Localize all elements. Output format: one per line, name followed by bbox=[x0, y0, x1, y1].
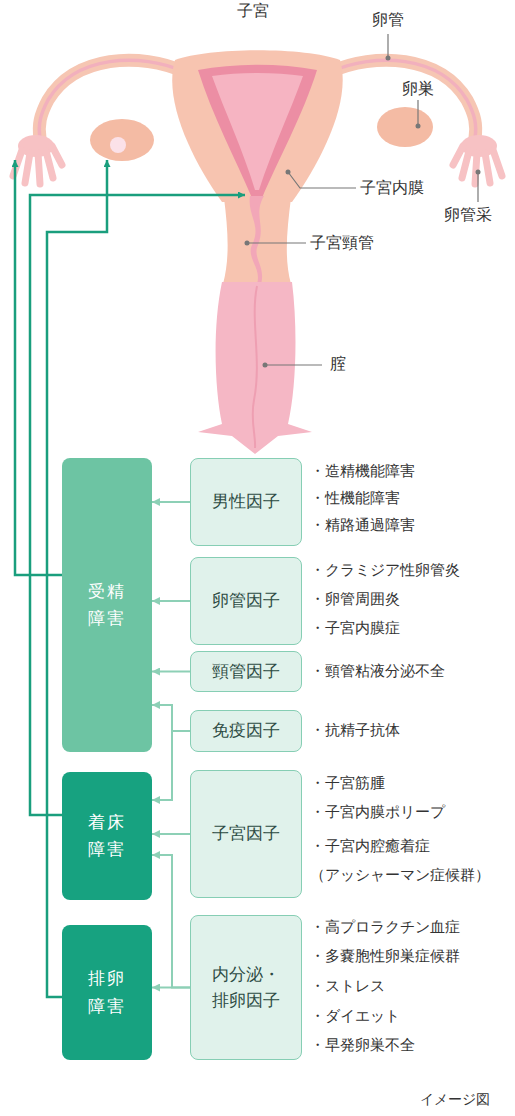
cause-item: ・頸管粘液分泌不全 bbox=[310, 662, 445, 682]
leader-dot bbox=[476, 170, 481, 175]
box-label: 子宮因子 bbox=[212, 821, 280, 847]
follicle bbox=[110, 137, 126, 153]
endometrium bbox=[198, 65, 317, 198]
cervical-canal bbox=[250, 196, 264, 284]
cause-arrow bbox=[152, 501, 190, 503]
cause-item: ・ストレス bbox=[310, 977, 385, 997]
cause-item: ・精路通過障害 bbox=[310, 516, 415, 536]
part-label: 子宮内膜 bbox=[360, 178, 424, 199]
cause-item: ・高プロラクチン血症 bbox=[310, 918, 460, 938]
box-label: 受精 障害 bbox=[81, 578, 133, 632]
leader-line bbox=[247, 242, 306, 243]
box-label: 排卵 障害 bbox=[81, 965, 133, 1019]
cause-item: ・卵管周囲炎 bbox=[310, 590, 400, 610]
cause-item: ・多嚢胞性卵巣症候群 bbox=[310, 947, 460, 967]
cause-arrow bbox=[152, 671, 190, 673]
cause-item: ・性機能障害 bbox=[310, 489, 400, 509]
factor-box: 卵管因子 bbox=[190, 557, 302, 645]
leader-dot bbox=[245, 241, 250, 246]
vaginal-canal bbox=[253, 286, 257, 448]
left-ovary bbox=[90, 119, 154, 161]
factor-box: 子宮因子 bbox=[190, 770, 302, 898]
problem-box: 着床 障害 bbox=[62, 772, 152, 900]
leader-line bbox=[288, 172, 356, 188]
leader-dot bbox=[416, 124, 421, 129]
uterus bbox=[172, 50, 342, 454]
part-label: 腟 bbox=[330, 354, 346, 375]
cause-item: ・子宮内膜症 bbox=[310, 619, 400, 639]
cause-item: ・子宮筋腫 bbox=[310, 774, 385, 794]
problem-box: 排卵 障害 bbox=[62, 925, 152, 1060]
leader-line bbox=[387, 34, 388, 56]
factor-box: 免疫因子 bbox=[190, 710, 302, 752]
leader-dot bbox=[263, 363, 268, 368]
factor-box: 内分泌・ 排卵因子 bbox=[190, 915, 302, 1060]
right-ovary bbox=[377, 107, 433, 147]
vagina bbox=[198, 282, 312, 454]
factor-box: 頸管因子 bbox=[190, 651, 302, 692]
uterine-cavity bbox=[212, 73, 303, 190]
part-label: 卵管采 bbox=[444, 205, 492, 226]
box-label: 頸管因子 bbox=[212, 659, 280, 685]
cause-arrow bbox=[152, 987, 190, 989]
box-label: 男性因子 bbox=[212, 489, 280, 515]
cause-arrow bbox=[152, 600, 190, 602]
factor-box: 男性因子 bbox=[190, 458, 302, 546]
part-label: 卵管 bbox=[372, 10, 404, 31]
note-label: イメージ図 bbox=[420, 1090, 490, 1108]
leader-line bbox=[265, 364, 322, 365]
part-label: 卵巣 bbox=[402, 79, 434, 100]
box-label: 着床 障害 bbox=[81, 809, 133, 863]
cause-arrow bbox=[152, 855, 190, 988]
leader-dot bbox=[386, 56, 391, 61]
cause-item: ・造精機能障害 bbox=[310, 462, 415, 482]
site-arrow bbox=[15, 160, 62, 575]
cause-item: ・抗精子抗体 bbox=[310, 721, 400, 741]
part-label: 子宮 bbox=[237, 1, 269, 22]
cause-item: ・子宮内膜ポリープ bbox=[310, 803, 445, 823]
cause-arrow bbox=[152, 833, 190, 835]
box-label: 卵管因子 bbox=[212, 588, 280, 614]
problem-box: 受精 障害 bbox=[62, 458, 152, 752]
left-fimbria-fingers bbox=[13, 146, 62, 184]
cause-item: ・ダイエット bbox=[310, 1007, 400, 1027]
part-label: 子宮頸管 bbox=[310, 233, 374, 254]
box-label: 免疫因子 bbox=[212, 718, 280, 744]
cause-item: ・クラミジア性卵管炎 bbox=[310, 561, 460, 581]
cause-arrow bbox=[152, 705, 190, 731]
uterus-body bbox=[172, 50, 342, 202]
box-label: 内分泌・ 排卵因子 bbox=[205, 962, 287, 1013]
cause-item: ・早発卵巣不全 bbox=[310, 1036, 415, 1056]
leader-lines bbox=[247, 34, 478, 365]
leader-line bbox=[417, 100, 418, 124]
cause-item: ・子宮内腔癒着症 （アッシャーマン症候群） bbox=[310, 832, 510, 889]
leader-line bbox=[477, 172, 478, 202]
cause-arrow bbox=[152, 731, 190, 800]
leader-dot bbox=[286, 170, 291, 175]
